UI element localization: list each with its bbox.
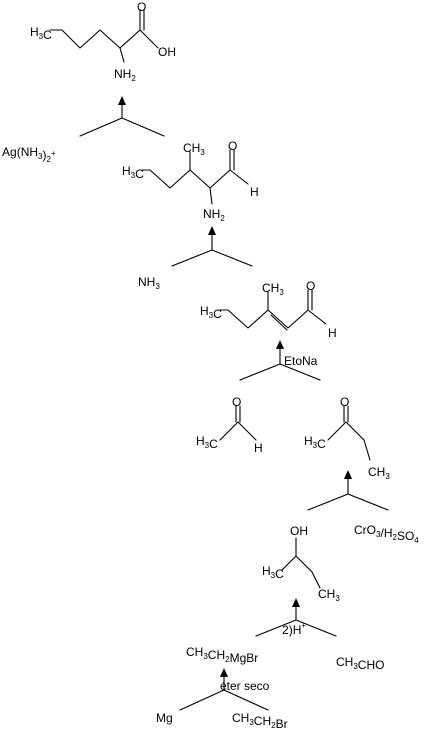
reagent-grignard: CH3CH2MgBr [186, 645, 258, 665]
reaction-arrow-5 [255, 598, 337, 637]
amino-aldehyde-o: O [228, 139, 237, 153]
enal-chain [219, 309, 309, 329]
reagent-tollens: Ag(NH3)2+ [2, 145, 56, 164]
norvaline-coh-bond [139, 29, 159, 49]
norvaline-cn-bond [119, 47, 125, 63]
enal-ch3: H3C [200, 304, 222, 321]
amino-aldehyde-ch-bond [229, 169, 249, 185]
arrow-4-head [344, 470, 352, 479]
reagent-ammonia: NH3 [138, 275, 160, 291]
arrow-2-head [208, 226, 216, 235]
enal-h: H [328, 326, 337, 340]
butanol-ch3: H3C [262, 564, 284, 581]
butanone-o: O [340, 395, 349, 409]
arrow-4-fork [307, 493, 389, 511]
butanol-ch3-end: CH3 [318, 587, 340, 603]
arrow-2-fork [171, 249, 253, 267]
butanol-chain [281, 555, 321, 589]
arrow-3-head [276, 340, 284, 349]
enal-cc-double [270, 314, 288, 331]
arrow-1-fork [79, 117, 165, 137]
acetaldehyde-chain [219, 421, 257, 441]
reaction-arrow-6 [179, 668, 269, 711]
arrow-6-head [220, 668, 228, 677]
amino-aldehyde-ch3-side: CH3 [183, 141, 205, 157]
acetaldehyde-ch3: H3C [196, 434, 218, 451]
amino-aldehyde-chain [141, 169, 231, 189]
reaction-arrow-2 [171, 226, 253, 267]
molecule-butanone: O H3C CH3 [304, 395, 390, 481]
norvaline-chain [49, 29, 141, 49]
norvaline-o: O [137, 0, 146, 14]
amino-aldehyde-ch3: H3C [122, 164, 144, 181]
norvaline-oh: OH [158, 45, 176, 59]
acetaldehyde-h: H [254, 441, 263, 455]
reaction-arrow-1 [79, 96, 165, 137]
reagent-workup: 2)H+ [282, 621, 306, 637]
butanone-ch3-end: CH3 [368, 465, 390, 481]
amino-aldehyde-nh2: NH2 [203, 207, 225, 223]
enal-ch3-top: CH3 [262, 281, 284, 297]
amino-aldehyde-h: H [250, 185, 259, 199]
arrow-5-head [292, 598, 300, 607]
amino-aldehyde-cn-bond [209, 187, 213, 205]
reagent-acetaldehyde: CH3CHO [336, 655, 384, 672]
molecule-enal: CH3 H3C O H [200, 279, 337, 340]
molecule-amino-aldehyde: CH3 H3C O H NH2 [122, 139, 259, 223]
norvaline-ch3: H3C [30, 25, 52, 42]
butanone-ch3: H3C [304, 434, 326, 451]
reagent-solvent: éter seco [220, 679, 270, 693]
reagent-ethyl-bromide: CH3CH2Br [232, 711, 288, 729]
butanol-oh: OH [290, 524, 308, 538]
arrow-1-head [118, 96, 126, 105]
acetaldehyde-o: O [232, 395, 241, 409]
reaction-arrow-4 [307, 470, 389, 511]
butanone-chain [327, 421, 371, 461]
norvaline-nh2: NH2 [114, 67, 136, 83]
enal-o: O [306, 279, 315, 293]
reagent-chromic: CrO3/H2SO4 [354, 523, 419, 545]
reagent-base: EtoNa [284, 354, 318, 368]
molecule-norvaline: H3C O OH NH2 [30, 0, 176, 83]
enal-ch-bond [307, 309, 327, 325]
arrow-6-fork [179, 689, 269, 711]
reagent-magnesium: Mg [156, 711, 173, 725]
molecule-acetaldehyde: O H3C H [196, 395, 263, 455]
reaction-arrow-3 [239, 340, 321, 381]
molecule-butanol: OH H3C CH3 [262, 524, 340, 603]
